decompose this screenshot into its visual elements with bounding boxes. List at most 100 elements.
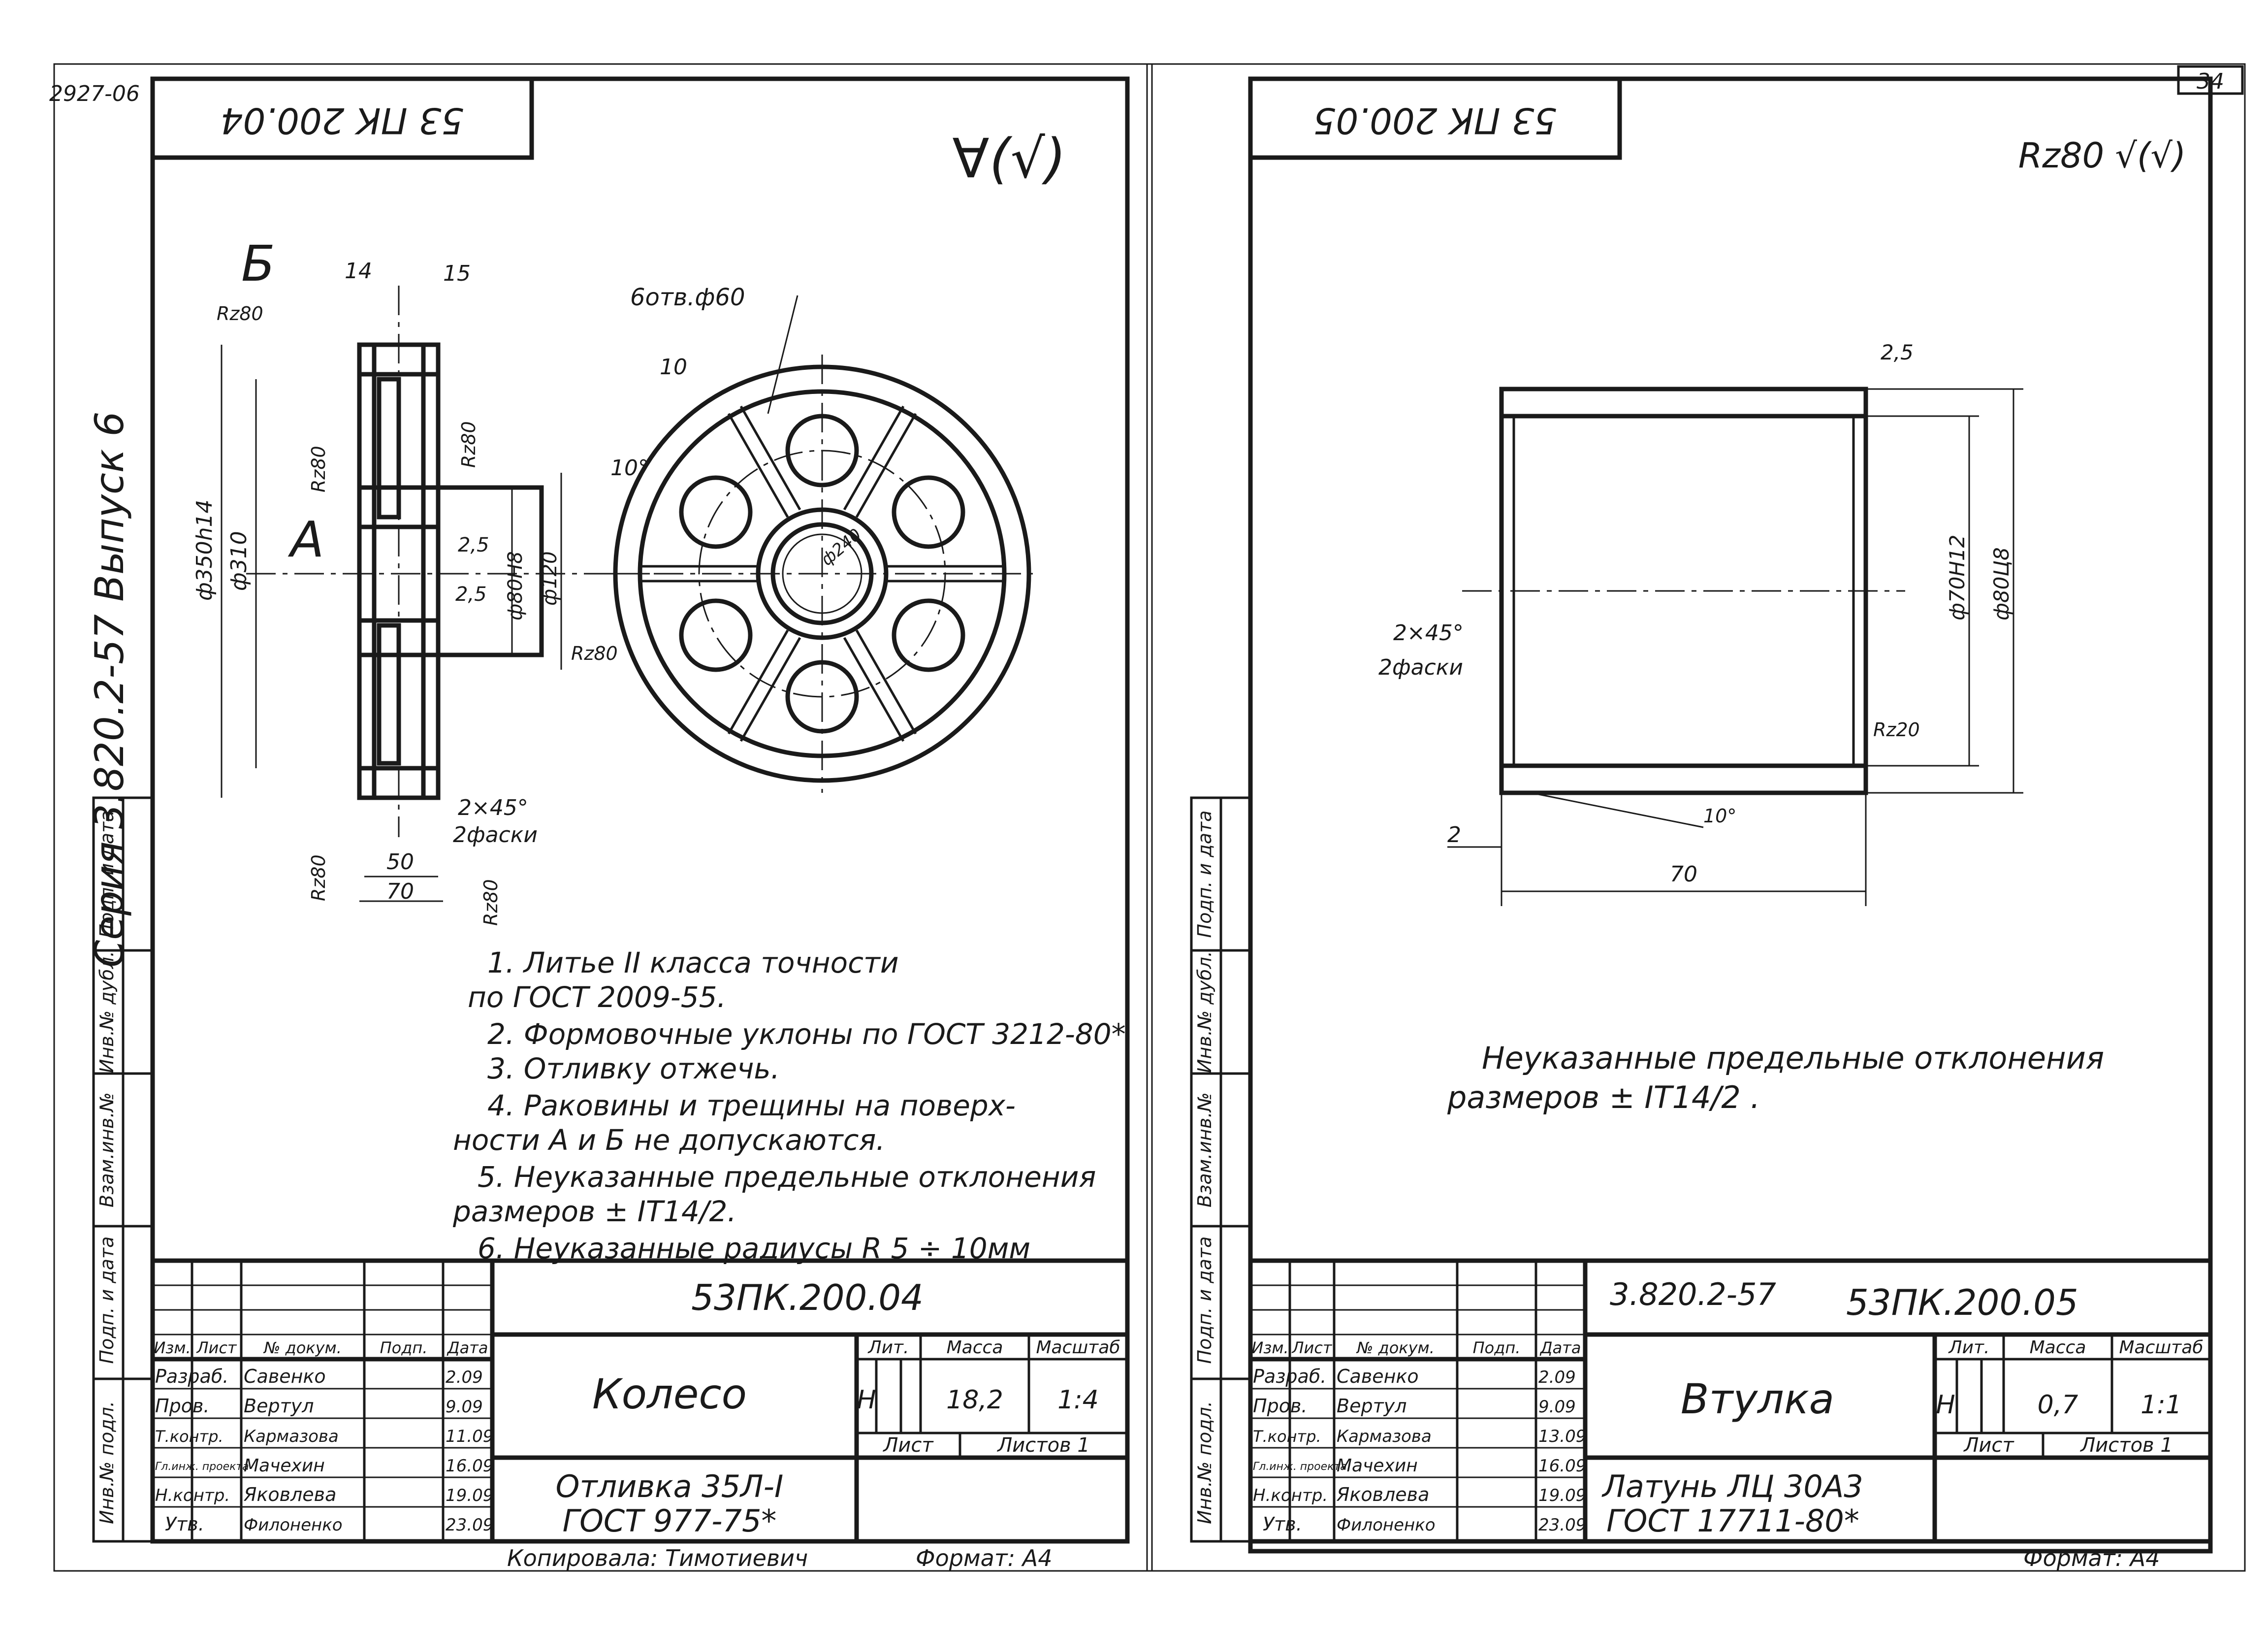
view-label-b: Б	[241, 235, 275, 293]
left-mass-value: 18,2	[946, 1385, 1003, 1415]
right-row-1-name: Вертул	[1337, 1395, 1406, 1417]
roughness-rz80-3: Rz80	[458, 421, 479, 468]
left-row-3-name: Мачехин	[244, 1456, 325, 1476]
left-row-2-date: 11.09	[446, 1427, 493, 1446]
right-lit-value: Н	[1936, 1390, 1955, 1420]
left-format: Формат: А4	[916, 1545, 1052, 1571]
left-material-1: Отливка 35Л-I	[556, 1468, 784, 1504]
right-side-cell-4: Инв.№ дубл.	[1194, 951, 1215, 1073]
right-note-1: Неуказанные предельные отклонения	[1482, 1040, 2104, 1076]
left-row-1-date: 9.09	[446, 1397, 483, 1417]
dim-2-5-right: 2,5	[1881, 340, 1914, 364]
right-mass-value: 0,7	[2038, 1390, 2078, 1420]
right-stamp-box	[1248, 76, 1622, 160]
dim-2-right: 2	[1447, 822, 1461, 847]
left-side-cell-2: Подп. и дата	[96, 1237, 118, 1364]
dim-d240: ф240	[817, 525, 865, 570]
right-stamp-code: 53 ПК 200.05	[1313, 100, 1557, 141]
left-row-5-name: Филоненко	[244, 1515, 343, 1535]
dim-2-5-b: 2,5	[455, 583, 487, 606]
dim-chamfer-note: 2фаски	[453, 822, 538, 847]
wheel-section-view	[221, 286, 650, 902]
left-row-1-role: Пров.	[155, 1395, 209, 1417]
left-title-headers: Изм. Лист № докум. Подп. Дата	[154, 1338, 488, 1357]
dim-d350: ф350h14	[192, 500, 217, 601]
left-roughness-general: ∀(√)	[952, 127, 1066, 190]
dim-50: 50	[386, 849, 414, 875]
dim-14: 14	[345, 259, 372, 284]
dim-2-5-a: 2,5	[458, 534, 489, 556]
dim-d80-right: ф80Ц8	[1989, 547, 2013, 620]
dim-70-right: 70	[1670, 862, 1697, 887]
right-row-4-date: 19.09	[1538, 1486, 1586, 1505]
right-side-cell-3: Взам.инв.№	[1194, 1092, 1215, 1207]
left-row-0-name: Савенко	[244, 1366, 326, 1387]
right-row-4-role: Н.контр.	[1253, 1486, 1328, 1505]
left-lit-value: Н	[857, 1385, 876, 1415]
left-side-cell-1: Инв.№ подл.	[96, 1401, 118, 1524]
right-format: Формат: А4	[2023, 1545, 2160, 1571]
dim-d80: ф80Н8	[504, 551, 527, 620]
left-row-3-date: 16.09	[446, 1456, 493, 1476]
right-row-5-date: 23.09	[1538, 1515, 1586, 1535]
right-side-cell-5: Подп. и дата	[1194, 811, 1215, 938]
right-row-2-name: Кармазова	[1337, 1427, 1432, 1446]
left-lit-label: Лит.	[867, 1337, 909, 1358]
dim-chamfer: 2×45°	[458, 795, 528, 820]
left-note-3: 2. Формовочные уклоны по ГОСТ 3212-80*	[487, 1017, 1126, 1051]
roughness-rz80-6: Rz80	[480, 879, 502, 926]
left-row-0-date: 2.09	[446, 1368, 483, 1387]
roughness-rz20: Rz20	[1873, 719, 1920, 741]
right-title-block	[1248, 1258, 2213, 1544]
left-doc-code: 53ПК.200.04	[691, 1277, 924, 1318]
right-material-2: ГОСТ 17711-80*	[1606, 1503, 1859, 1539]
roughness-rz80-5: Rz80	[308, 854, 329, 901]
sheet-number-left: 2927-06	[49, 81, 140, 106]
left-row-4-date: 19.09	[446, 1486, 493, 1505]
left-side-cell-3: Взам.инв.№	[96, 1092, 118, 1207]
wheel-front-view	[606, 295, 1039, 793]
right-row-3-role: Гл.инж. проекта	[1253, 1461, 1347, 1473]
left-notes: 1. Литье II класса точности по ГОСТ 2009…	[452, 946, 1126, 1265]
left-hdr-4: Дата	[447, 1338, 488, 1357]
right-row-4-name: Яковлева	[1336, 1484, 1429, 1505]
view-label-a: А	[287, 511, 324, 568]
roughness-rz80-4: Rz80	[571, 643, 618, 664]
right-side-cell-2: Подп. и дата	[1194, 1237, 1215, 1364]
left-scale-label: Масштаб	[1036, 1337, 1120, 1358]
left-row-0-role: Разраб.	[155, 1366, 228, 1387]
right-row-5-name: Филоненко	[1337, 1515, 1436, 1535]
left-copied-by: Копировала: Тимотиевич	[507, 1545, 808, 1571]
right-row-0-role: Разраб.	[1253, 1366, 1326, 1387]
left-row-2-role: Т.контр.	[155, 1427, 224, 1446]
left-hdr-1: Лист	[196, 1338, 237, 1357]
dim-70: 70	[386, 879, 414, 904]
dim-holes: 6отв.ф60	[630, 284, 745, 311]
right-scale-label: Масштаб	[2119, 1337, 2203, 1358]
right-signature-rows: Разраб. Савенко 2.09 Пров. Вертул 9.09 Т…	[1253, 1366, 1586, 1535]
right-title-headers: Изм. Лист № докум. Подп. Дата	[1251, 1338, 1581, 1357]
right-row-0-name: Савенко	[1337, 1366, 1419, 1387]
right-mass-label: Масса	[2030, 1337, 2086, 1358]
right-lit-label: Лит.	[1948, 1337, 1990, 1358]
dim-d310: ф310	[226, 531, 252, 591]
left-title-block	[150, 1258, 1130, 1544]
left-note-4: 3. Отливку отжечь.	[487, 1052, 780, 1085]
left-row-5-role: Утв.	[165, 1513, 204, 1535]
left-row-5-date: 23.09	[446, 1515, 493, 1535]
left-material-2: ГОСТ 977-75*	[563, 1503, 777, 1539]
left-side-cell-5: Подп. и дата	[96, 811, 118, 938]
right-hdr-1: Лист	[1291, 1338, 1332, 1357]
left-note-6: ности А и Б не допускаются.	[453, 1123, 885, 1157]
right-hdr-2: № докум.	[1356, 1338, 1435, 1357]
left-part-name: Колесо	[592, 1370, 747, 1418]
bushing-section-view	[1447, 387, 2023, 906]
right-row-3-name: Мачехин	[1337, 1456, 1418, 1476]
dim-10: 10	[660, 355, 687, 380]
dim-chamfer-right: 2×45°	[1393, 620, 1464, 646]
left-hdr-0: Изм.	[154, 1338, 191, 1357]
left-scale-value: 1:4	[1057, 1385, 1099, 1415]
left-outer-frame	[53, 63, 1153, 1572]
left-note-8: размеров ± IT14/2.	[452, 1195, 736, 1228]
left-side-cell-4: Инв.№ дубл.	[96, 951, 118, 1073]
